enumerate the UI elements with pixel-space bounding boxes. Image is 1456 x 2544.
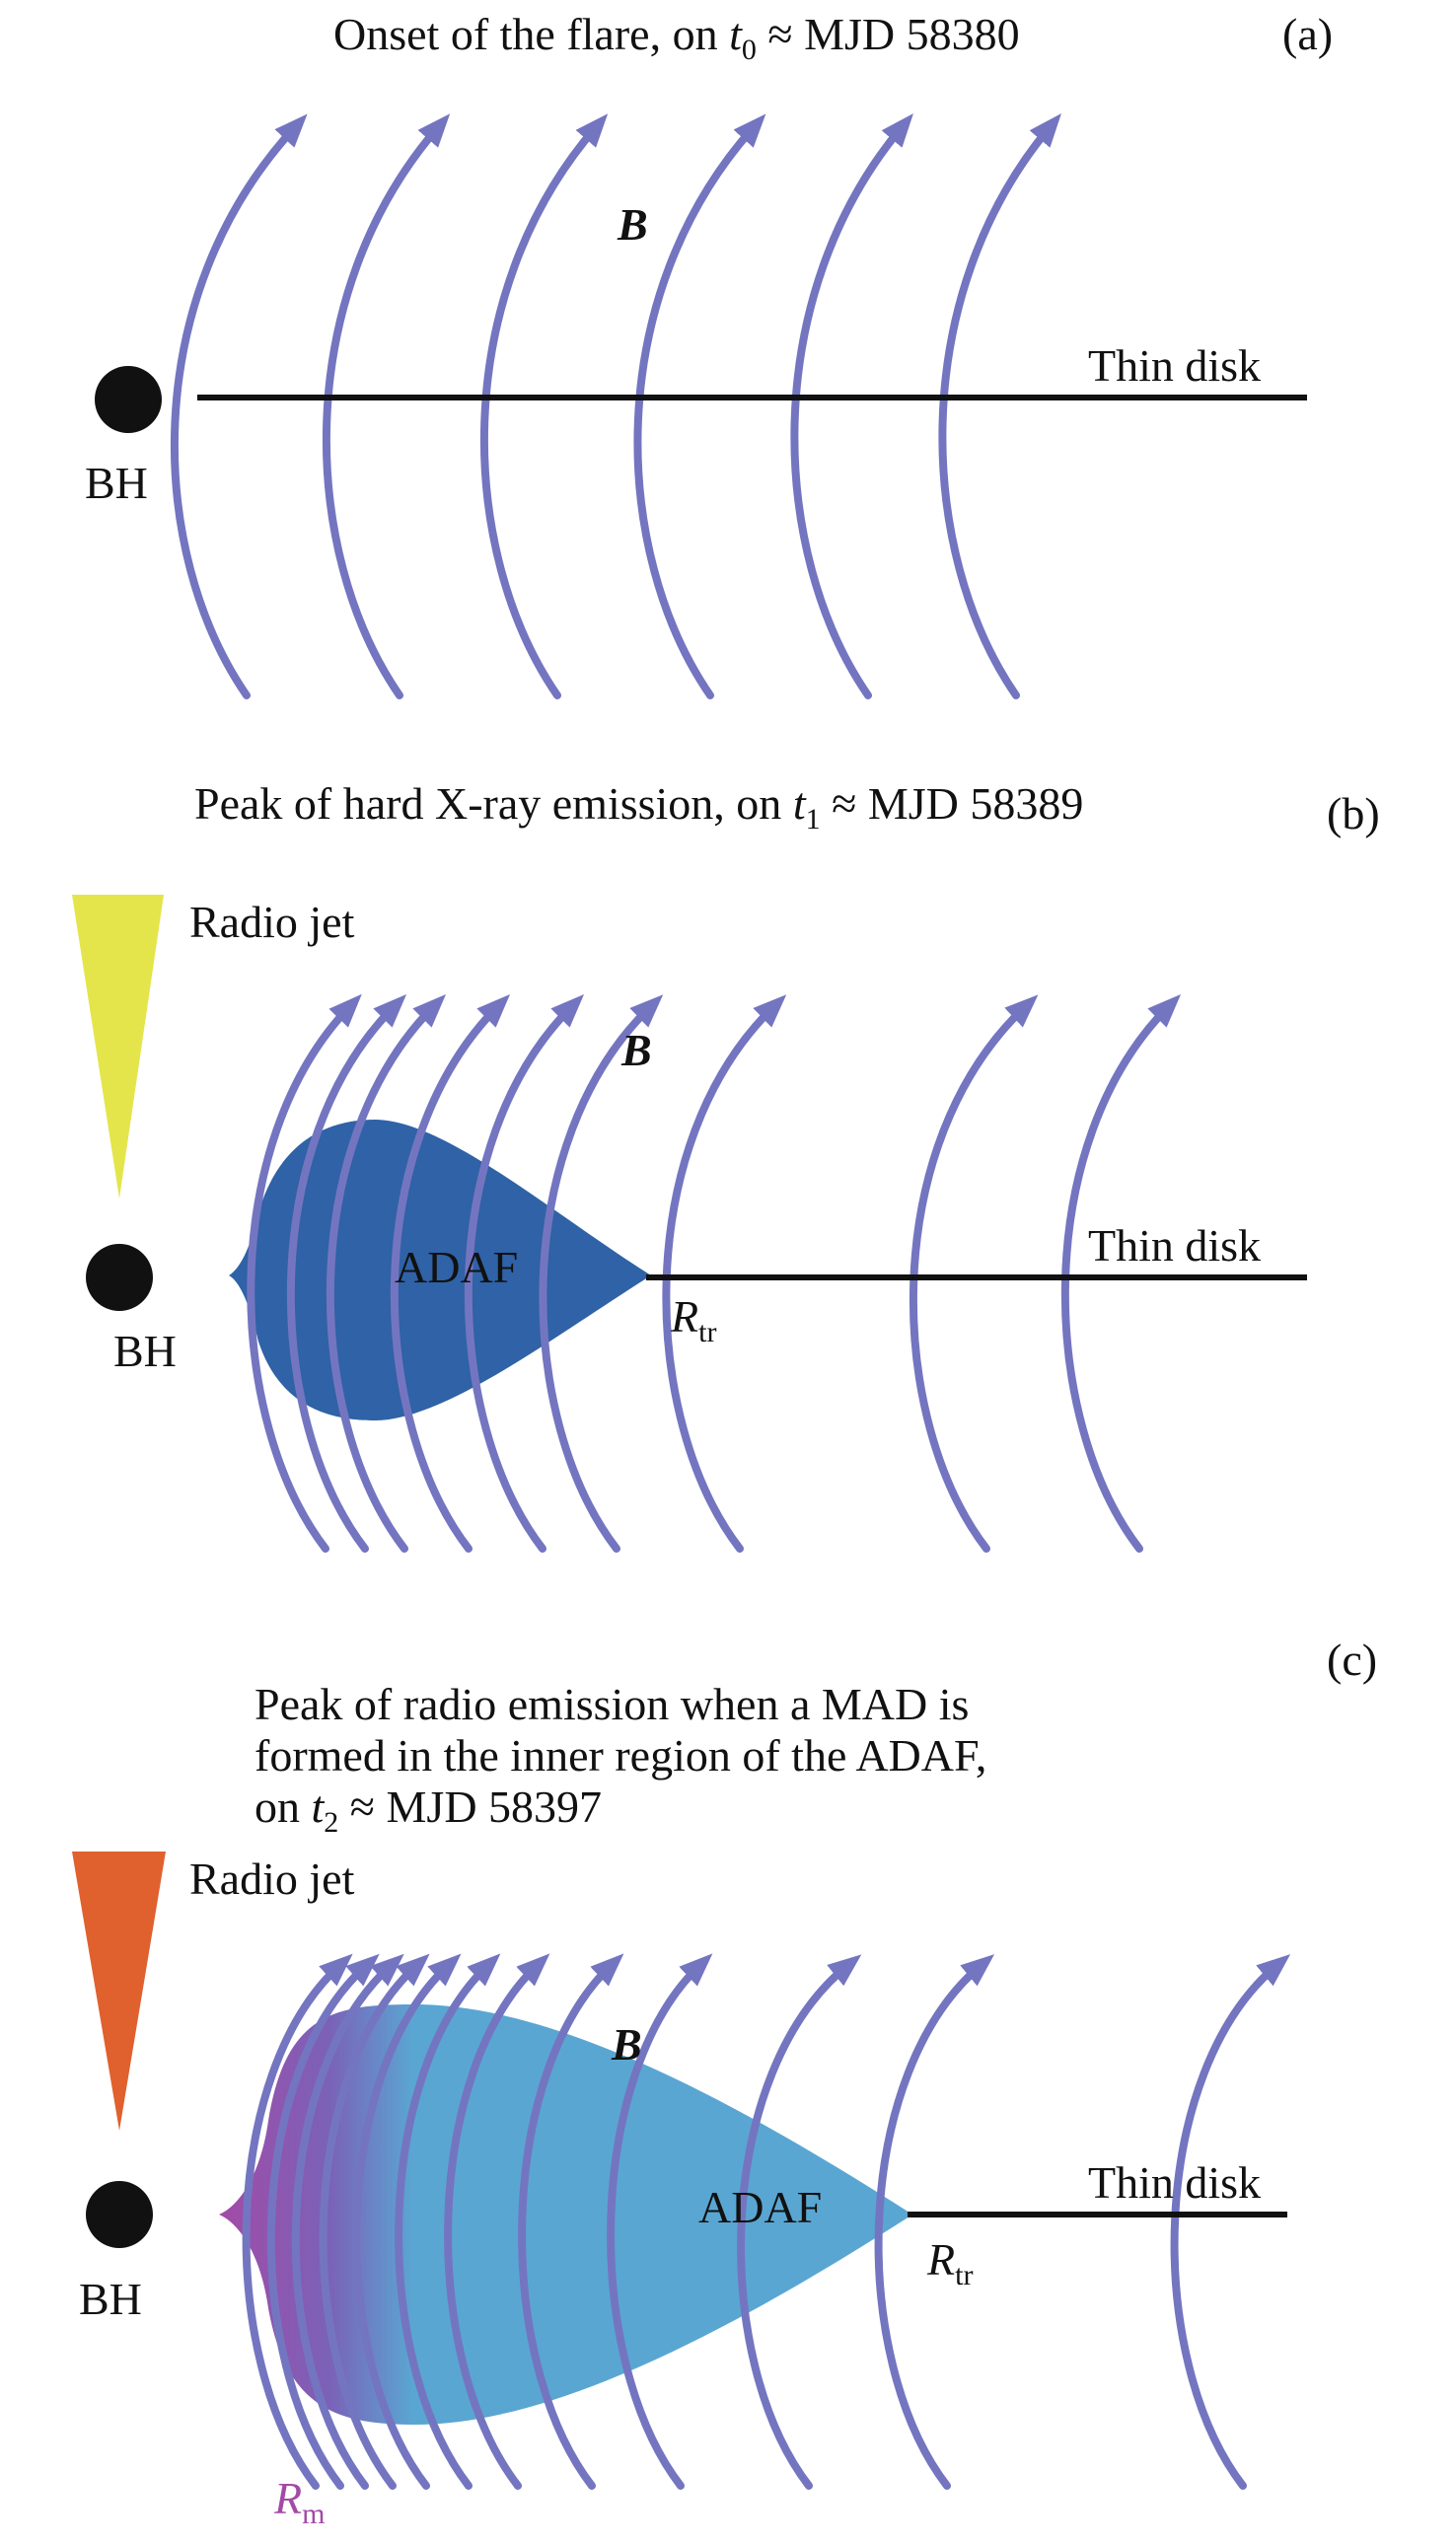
r-symbol: R — [671, 1291, 699, 1342]
panel-c-letter: (c) — [1327, 1635, 1378, 1685]
radio-jet-label: Radio jet — [189, 1853, 355, 1904]
field-line — [874, 1954, 995, 2490]
rm-symbol: R — [274, 2473, 303, 2523]
bh-label: BH — [79, 2274, 142, 2324]
field-line — [1060, 993, 1182, 1553]
title-suffix: ≈ MJD 58389 — [820, 778, 1084, 829]
time-subscript: 1 — [805, 803, 821, 836]
field-line — [518, 1953, 624, 2490]
field-line — [266, 1953, 380, 2490]
b-field-label: B — [621, 1025, 652, 1075]
title-text: Onset of the flare, on — [333, 9, 730, 59]
adaf — [219, 2004, 912, 2425]
adaf-label: ADAF — [395, 1242, 519, 1292]
time-symbol: t — [792, 778, 806, 829]
panel-b: Peak of hard X-ray emission, on t1 ≈ MJD… — [0, 769, 1456, 1588]
black-hole — [86, 2181, 153, 2248]
title-text: Peak of radio emission when a MAD is for… — [255, 1679, 987, 1781]
field-line — [395, 1953, 501, 2490]
time-subscript: 0 — [741, 34, 757, 66]
field-line — [464, 993, 585, 1553]
r-tr-label: Rtr — [927, 2234, 973, 2290]
field-line — [247, 993, 362, 1553]
black-hole — [86, 1244, 153, 1311]
field-line — [662, 994, 787, 1553]
r-tr-label: Rtr — [671, 1291, 716, 1347]
panel-b-letter: (b) — [1327, 788, 1380, 838]
panel-b-diagram — [72, 895, 1307, 1553]
field-lines — [242, 1953, 1291, 2490]
field-line — [286, 993, 407, 1553]
b-field-label: B — [612, 2019, 642, 2070]
title-suffix: ≈ MJD 58380 — [756, 9, 1020, 59]
rm-subscript: m — [302, 2498, 326, 2530]
field-line — [479, 113, 609, 699]
b-field-label: B — [618, 199, 648, 250]
field-line — [326, 993, 447, 1553]
panel-c: Peak of radio emission when a MAD is for… — [0, 1618, 1456, 2544]
field-line — [444, 1953, 550, 2490]
black-hole — [95, 366, 162, 433]
field-line — [170, 113, 308, 699]
panel-c-diagram — [72, 1852, 1291, 2490]
field-line — [390, 993, 511, 1553]
field-line — [352, 1953, 462, 2490]
field-lines — [170, 112, 1061, 699]
bh-label: BH — [113, 1326, 177, 1376]
panel-a: Onset of the flare, on t0 ≈ MJD 58380 (a… — [0, 0, 1456, 750]
field-lines — [247, 993, 1182, 1553]
radio-jet-label: Radio jet — [189, 897, 355, 947]
panel-a-title: Onset of the flare, on t0 ≈ MJD 58380 — [333, 9, 1020, 65]
field-line — [607, 1953, 713, 2490]
r-subscript: tr — [698, 1316, 717, 1348]
time-symbol: t — [311, 1781, 325, 1832]
field-line — [319, 1953, 430, 2490]
title-text: Peak of hard X-ray emission, on — [194, 778, 793, 829]
panel-a-letter: (a) — [1282, 9, 1334, 59]
field-line — [909, 994, 1039, 1553]
bh-label: BH — [85, 458, 148, 508]
field-line — [242, 1953, 353, 2490]
r-symbol: R — [927, 2234, 956, 2285]
field-line — [633, 113, 766, 699]
radio-jet — [72, 895, 164, 1199]
r-m-label: Rm — [274, 2473, 325, 2529]
title-line3-prefix: on — [255, 1781, 312, 1832]
field-line — [291, 1953, 404, 2490]
field-line — [790, 112, 913, 699]
panel-a-diagram — [95, 112, 1307, 699]
thin-disk-label: Thin disk — [1088, 340, 1262, 391]
field-line — [737, 1954, 862, 2490]
adaf-label: ADAF — [698, 2182, 823, 2232]
time-symbol: t — [729, 9, 742, 59]
title-suffix: ≈ MJD 58397 — [338, 1781, 603, 1832]
radio-jet — [72, 1852, 166, 2131]
thin-disk-label: Thin disk — [1088, 2157, 1262, 2208]
panel-b-title: Peak of hard X-ray emission, on t1 ≈ MJD… — [194, 778, 1084, 835]
time-subscript: 2 — [324, 1806, 339, 1839]
thin-disk-label: Thin disk — [1088, 1220, 1262, 1271]
r-subscript: tr — [955, 2259, 974, 2291]
panel-c-title: Peak of radio emission when a MAD is for… — [255, 1628, 987, 1838]
field-line — [938, 112, 1061, 699]
field-line — [1170, 1954, 1291, 2490]
field-line — [322, 113, 451, 699]
field-line — [539, 994, 664, 1553]
